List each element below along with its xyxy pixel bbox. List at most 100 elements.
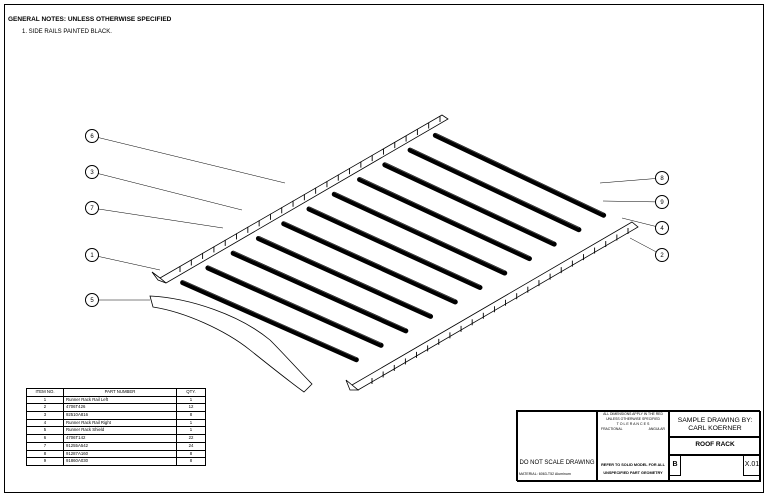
unspecified-geometry: UNSPECIFIED PART GEOMETRY bbox=[603, 471, 663, 475]
bom-qty: 1 bbox=[176, 418, 206, 428]
rail-left-end bbox=[151, 271, 167, 284]
bom-part-number: 91860A030 bbox=[63, 457, 177, 466]
callout-balloon: 1 bbox=[85, 248, 99, 262]
bom-header-qty: QTY. bbox=[176, 388, 206, 397]
crossbar bbox=[205, 265, 384, 348]
general-notes-title: GENERAL NOTES: UNLESS OTHERWISE SPECIFIE… bbox=[8, 16, 172, 23]
drawing-sheet bbox=[4, 4, 764, 493]
crossbar-highlight bbox=[435, 133, 604, 214]
callout-leader bbox=[91, 135, 286, 184]
callout-balloon: 3 bbox=[85, 165, 99, 179]
bom-qty: 24 bbox=[176, 441, 206, 451]
crossbar-highlight bbox=[233, 250, 406, 330]
title-block-blank-area bbox=[517, 411, 597, 482]
callout-balloon: 5 bbox=[85, 293, 99, 307]
crossbar-highlight bbox=[384, 162, 555, 243]
bom-part-number: 91255A542 bbox=[63, 441, 177, 451]
bom-qty: 12 bbox=[176, 403, 206, 413]
callout-leader bbox=[91, 254, 161, 271]
sheet-size: B bbox=[672, 461, 678, 468]
callout-leader bbox=[599, 177, 663, 184]
bom-part-number: 4706T426 bbox=[63, 403, 177, 413]
fractional-label: FRACTIONAL bbox=[601, 427, 623, 431]
crossbar-highlight bbox=[283, 221, 456, 301]
bom-item-no: 7 bbox=[26, 441, 64, 451]
bom-part-number: Runner Rack Rail Left bbox=[63, 395, 177, 405]
bom-part-number: 91287A160 bbox=[63, 449, 177, 459]
callout-leader bbox=[91, 207, 224, 229]
bom-item-no: 8 bbox=[26, 449, 64, 459]
tolerance-note: ALL DIMENSIONS APPLY IN THE RED UNLESS O… bbox=[603, 412, 663, 421]
bom-item-no: 2 bbox=[26, 403, 64, 413]
size-box bbox=[669, 455, 681, 476]
crossbar-highlight bbox=[334, 192, 505, 272]
crossbar bbox=[357, 177, 532, 262]
tolerances-label: T O L E R A N C E S bbox=[616, 422, 650, 426]
callout-balloon: 9 bbox=[655, 195, 669, 209]
crossbar bbox=[281, 221, 458, 305]
bom-part-number: 4706T142 bbox=[63, 434, 177, 443]
crossbar-highlight bbox=[207, 265, 382, 344]
title-block: DO NOT SCALE DRAWING MATERIAL: 6063-T52 … bbox=[516, 410, 761, 482]
bom-part-number: 92510A816 bbox=[63, 411, 177, 420]
crossbar-highlight bbox=[409, 147, 580, 228]
bom-qty: 22 bbox=[176, 434, 206, 443]
bom-item-no: 5 bbox=[26, 426, 64, 436]
bom-item-no: 3 bbox=[26, 411, 64, 420]
do-not-scale-label: DO NOT SCALE DRAWING bbox=[519, 460, 595, 466]
bom-item-no: 4 bbox=[26, 418, 64, 428]
callout-balloon: 7 bbox=[85, 201, 99, 215]
revision: X.01 bbox=[744, 461, 760, 468]
bom-qty: 1 bbox=[176, 395, 206, 405]
bom-part-number: Runner Rack Rail Right bbox=[63, 418, 177, 428]
callout-balloon: 8 bbox=[655, 171, 669, 185]
crossbar bbox=[432, 132, 607, 218]
bom-item-no: 9 bbox=[26, 457, 64, 466]
drawing-title: ROOF RACK bbox=[695, 441, 735, 448]
bom-item-no: 1 bbox=[26, 395, 64, 405]
crossbar bbox=[180, 280, 359, 363]
bom-part-number: Runner Rack Shield bbox=[63, 426, 177, 436]
bom-header-part: PART NUMBER bbox=[63, 388, 177, 397]
callout-balloon: 2 bbox=[655, 248, 669, 262]
author-name: CARL KOERNER bbox=[688, 425, 742, 432]
sample-drawing-by: SAMPLE DRAWING BY: bbox=[677, 417, 753, 424]
bom-header-item: ITEM NO. bbox=[26, 388, 64, 397]
rev-box bbox=[743, 455, 761, 476]
refer-to-solid-model: REFER TO SOLID MODEL FOR ALL bbox=[601, 463, 665, 467]
material-label: MATERIAL: 6063-T52 Aluminum bbox=[519, 472, 571, 476]
title-cell bbox=[669, 437, 761, 455]
bom-qty: 1 bbox=[176, 426, 206, 436]
angular-label: ANGULAR bbox=[648, 427, 665, 431]
crossbar bbox=[230, 250, 409, 334]
callout-balloon: 6 bbox=[85, 129, 99, 143]
crossbar bbox=[382, 162, 557, 247]
crossbar-highlight bbox=[359, 177, 530, 257]
crossbar bbox=[255, 235, 434, 319]
bom-qty: 8 bbox=[176, 411, 206, 420]
general-note-1: 1. SIDE RAILS PAINTED BLACK. bbox=[22, 29, 112, 35]
runner-shield bbox=[149, 295, 313, 393]
rail-right-end bbox=[345, 379, 360, 391]
crossbar bbox=[407, 147, 582, 233]
callout-leader bbox=[91, 171, 243, 211]
crossbar-highlight bbox=[308, 206, 481, 286]
bom-qty: 8 bbox=[176, 457, 206, 466]
callout-leader bbox=[602, 200, 663, 203]
crossbar bbox=[331, 191, 508, 276]
tolerance-block bbox=[597, 411, 669, 482]
bom-item-no: 6 bbox=[26, 434, 64, 443]
author-cell bbox=[669, 411, 761, 437]
crossbar bbox=[306, 206, 483, 290]
crossbar-highlight bbox=[182, 280, 357, 359]
